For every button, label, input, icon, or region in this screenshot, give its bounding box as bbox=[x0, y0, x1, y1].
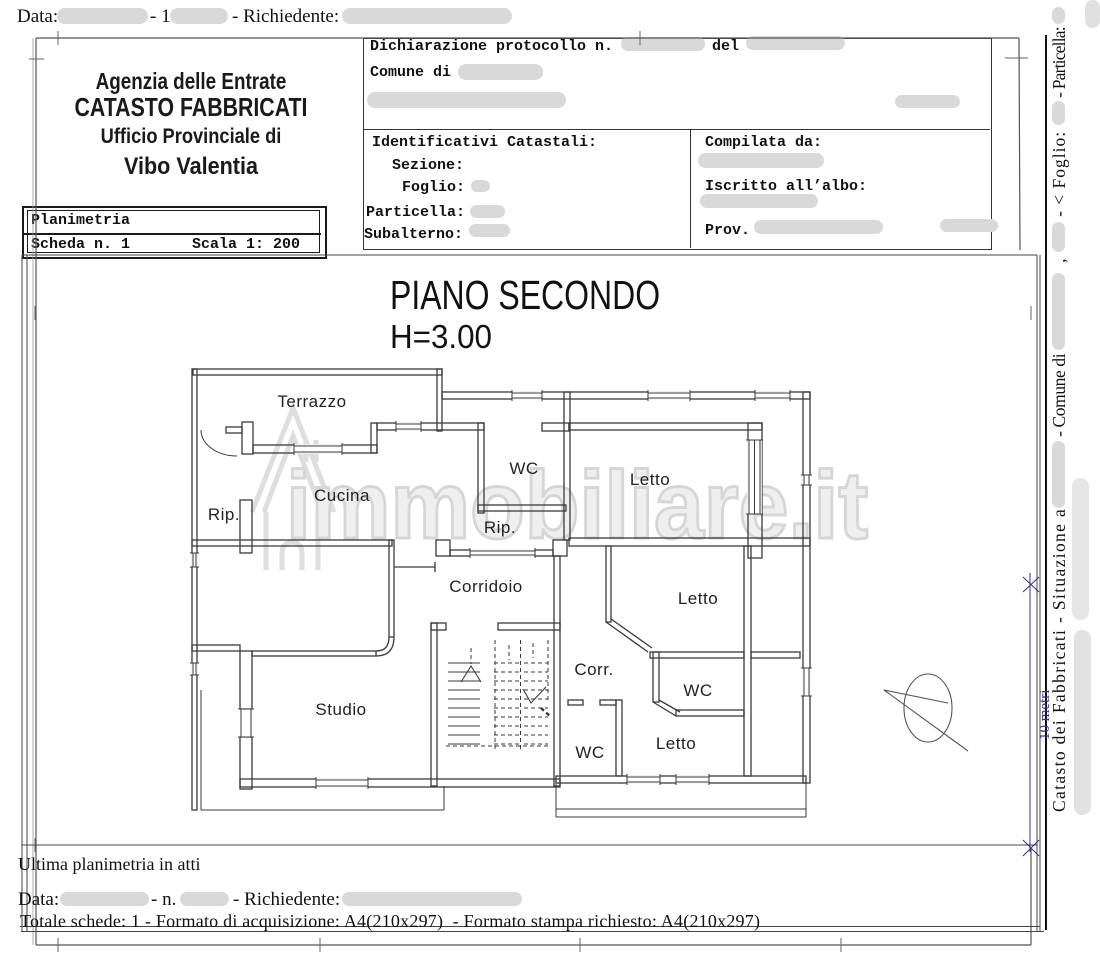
svg-text:WC: WC bbox=[509, 459, 538, 478]
svg-text:Corr.: Corr. bbox=[574, 660, 613, 679]
svg-text:WC: WC bbox=[575, 743, 604, 762]
svg-text:Corridoio: Corridoio bbox=[449, 577, 522, 596]
svg-text:Cucina: Cucina bbox=[314, 486, 370, 505]
svg-text:WC: WC bbox=[683, 681, 712, 700]
svg-text:Letto: Letto bbox=[630, 470, 670, 489]
svg-text:Rip.: Rip. bbox=[208, 505, 240, 524]
svg-text:immobiliare.it: immobiliare.it bbox=[286, 452, 868, 559]
svg-text:Letto: Letto bbox=[656, 734, 696, 753]
svg-text:Studio: Studio bbox=[315, 700, 366, 719]
svg-text:Letto: Letto bbox=[678, 589, 718, 608]
svg-text:Terrazzo: Terrazzo bbox=[277, 392, 346, 411]
svg-text:Rip.: Rip. bbox=[484, 518, 516, 537]
